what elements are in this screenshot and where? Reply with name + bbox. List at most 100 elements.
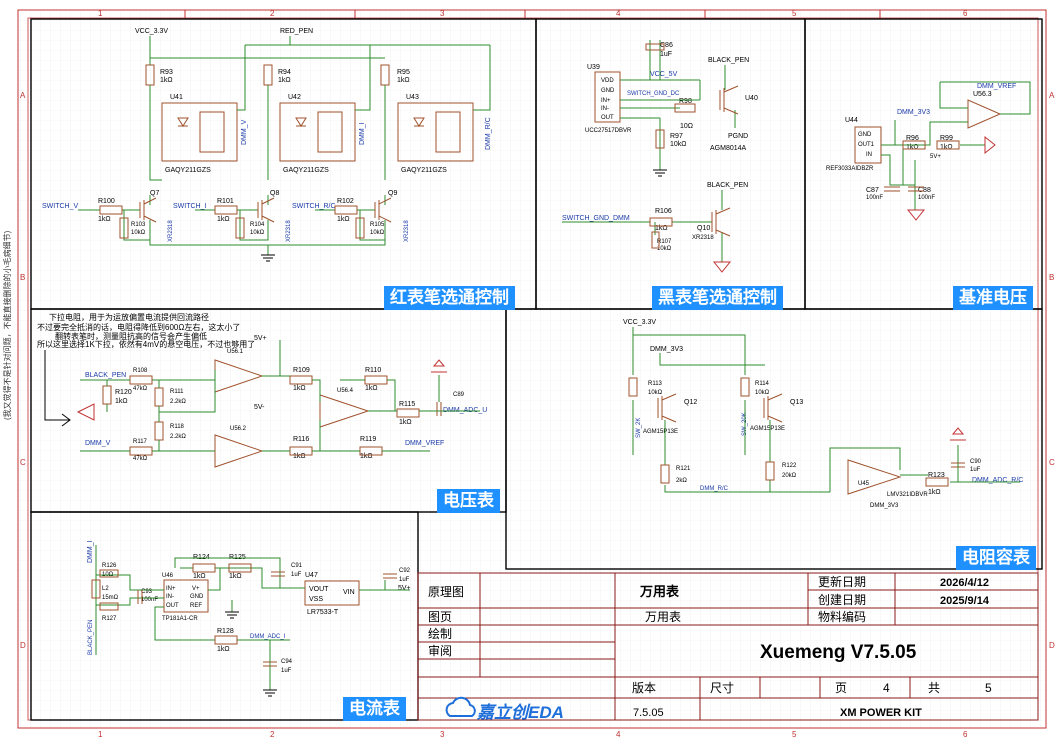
value-label: 1kΩ: [160, 77, 173, 84]
ref-label: R117: [133, 439, 148, 445]
ref-label: C92: [399, 568, 411, 574]
ref-label: R116: [293, 436, 309, 443]
value-label: 100nF: [866, 195, 883, 201]
pin-label: GND: [601, 88, 615, 94]
ref-label: Q13: [790, 399, 803, 406]
pin-label: VOUT: [309, 586, 329, 593]
part-label: XR2318: [692, 235, 714, 241]
ref-label: R103: [131, 222, 146, 228]
col-label: 6: [963, 730, 968, 739]
row-label: C: [1049, 458, 1055, 467]
value-label: 20kΩ: [782, 473, 797, 479]
value-label: 10Ω: [680, 123, 693, 130]
value-label: 10kΩ: [131, 230, 146, 236]
net-label: VCC_5V: [650, 71, 678, 78]
part-label: GAQY211GZS: [165, 167, 211, 174]
value-label: 10kΩ: [755, 390, 770, 396]
ref-label: R104: [250, 222, 265, 228]
ref-label: R102: [337, 198, 354, 205]
ref-label: U42: [288, 94, 301, 101]
value-label: 1kΩ: [928, 489, 941, 496]
ref-label: R95: [397, 69, 410, 76]
part-label: AGM15P13E: [750, 426, 785, 432]
value-label: 1kΩ: [293, 453, 306, 460]
part-label: AGM15P13E: [643, 429, 678, 435]
ref-label: C89: [453, 392, 465, 398]
net-label: DMM_3V3: [897, 109, 930, 116]
ref-label: R123: [928, 472, 945, 479]
value-label: 1kΩ: [217, 216, 230, 223]
drawn-label: 绘制: [428, 626, 452, 641]
col-label: 3: [440, 9, 445, 18]
ref-label: R115: [399, 401, 415, 408]
value-label: 10kΩ: [250, 230, 265, 236]
schematic-value: 万用表: [639, 584, 680, 599]
value-label: 10kΩ: [670, 141, 687, 148]
net-label: DMM_VREF: [405, 440, 444, 447]
ref-label: R105: [370, 222, 385, 228]
ref-label: U47: [305, 572, 318, 579]
ammeter-circuit: DMM_I R126 10Ω L2 15mΩ R127 BLACK_PEN C9…: [87, 540, 411, 697]
ref-label: R118: [170, 424, 185, 430]
annotation-line-4: 所以这里选择1K下拉，依然有4mV的悬空电压，不过也够用了: [37, 339, 255, 349]
value-label: 1kΩ: [217, 646, 230, 653]
ref-label: U44: [845, 117, 858, 124]
page-label: 图页: [428, 610, 452, 624]
value-label: 2kΩ: [676, 478, 687, 484]
net-label: 5V+: [254, 335, 267, 342]
row-label: D: [1049, 641, 1055, 650]
section-title-black-probe: 黑表笔选通控制: [652, 286, 783, 310]
net-label: SWITCH_GND_DMM: [562, 215, 630, 222]
frame-ruler: 1 2 3 4 5 6 1 2 3 4 5 6 A B C D A B C D: [20, 9, 1055, 739]
net-label: DMM_ADC_R/C: [972, 477, 1023, 484]
part-label: GAQY211GZS: [401, 167, 447, 174]
ref-label: U56.1: [227, 349, 244, 355]
value-label: 1kΩ: [655, 225, 668, 232]
total-pages: 5: [985, 681, 992, 695]
ref-label: R100: [98, 198, 115, 205]
updated-label: 更新日期: [818, 574, 866, 589]
voltmeter-circuit: 下拉电阻，用于为运放偏置电流提供回流路径 不过要完全抵消的话，电阻得降低到600…: [37, 312, 487, 468]
ref-label: U41: [170, 94, 183, 101]
net-label: DMM_R/C: [700, 486, 729, 492]
value-label: 10kΩ: [370, 230, 385, 236]
ref-label: R126: [102, 563, 117, 569]
row-label: D: [20, 641, 26, 650]
ref-label: C86: [660, 42, 673, 49]
ref-label: R101: [217, 198, 234, 205]
value-label: 1uF: [291, 572, 302, 578]
col-label: 5: [792, 9, 797, 18]
net-label: SWITCH_GND_DC: [627, 91, 680, 97]
part-label: TP181A1-CR: [162, 616, 198, 622]
value-label: 15mΩ: [102, 595, 119, 601]
col-label: 1: [98, 730, 103, 739]
created-value: 2025/9/14: [940, 595, 990, 607]
ref-label: R113: [648, 381, 663, 387]
col-label: 1: [98, 9, 103, 18]
net-label: BLACK_PEN: [707, 182, 748, 189]
ref-label: R120: [115, 389, 132, 396]
col-label: 2: [270, 9, 275, 18]
ref-label: R93: [160, 69, 173, 76]
created-label: 创建日期: [818, 593, 866, 607]
value-label: 47kΩ: [133, 456, 148, 462]
ref-label: C87: [866, 187, 879, 194]
net-label: VCC_3.3V: [623, 319, 656, 326]
ref-label: R94: [278, 69, 291, 76]
pin-label: IN-: [166, 594, 174, 600]
net-label: DMM_3V3: [870, 503, 899, 509]
part-label: UCC27517DBVR: [585, 128, 632, 134]
ref-label: R109: [293, 367, 310, 374]
pin-label: OUT: [601, 115, 614, 121]
ref-label: Q10: [697, 225, 710, 232]
black-probe-circuit: U39 VDD GND IN+ IN- OUT UCC27517DBVR C86…: [562, 40, 758, 273]
row-label: B: [1049, 273, 1054, 282]
value-label: 1kΩ: [397, 77, 410, 84]
version-label: 版本: [632, 681, 656, 695]
net-label: DMM_I: [87, 540, 94, 563]
ref-label: C88: [918, 187, 931, 194]
net-label: DMM_ADC_I: [250, 634, 286, 640]
col-label: 2: [270, 730, 275, 739]
ref-label: R111: [170, 389, 184, 395]
